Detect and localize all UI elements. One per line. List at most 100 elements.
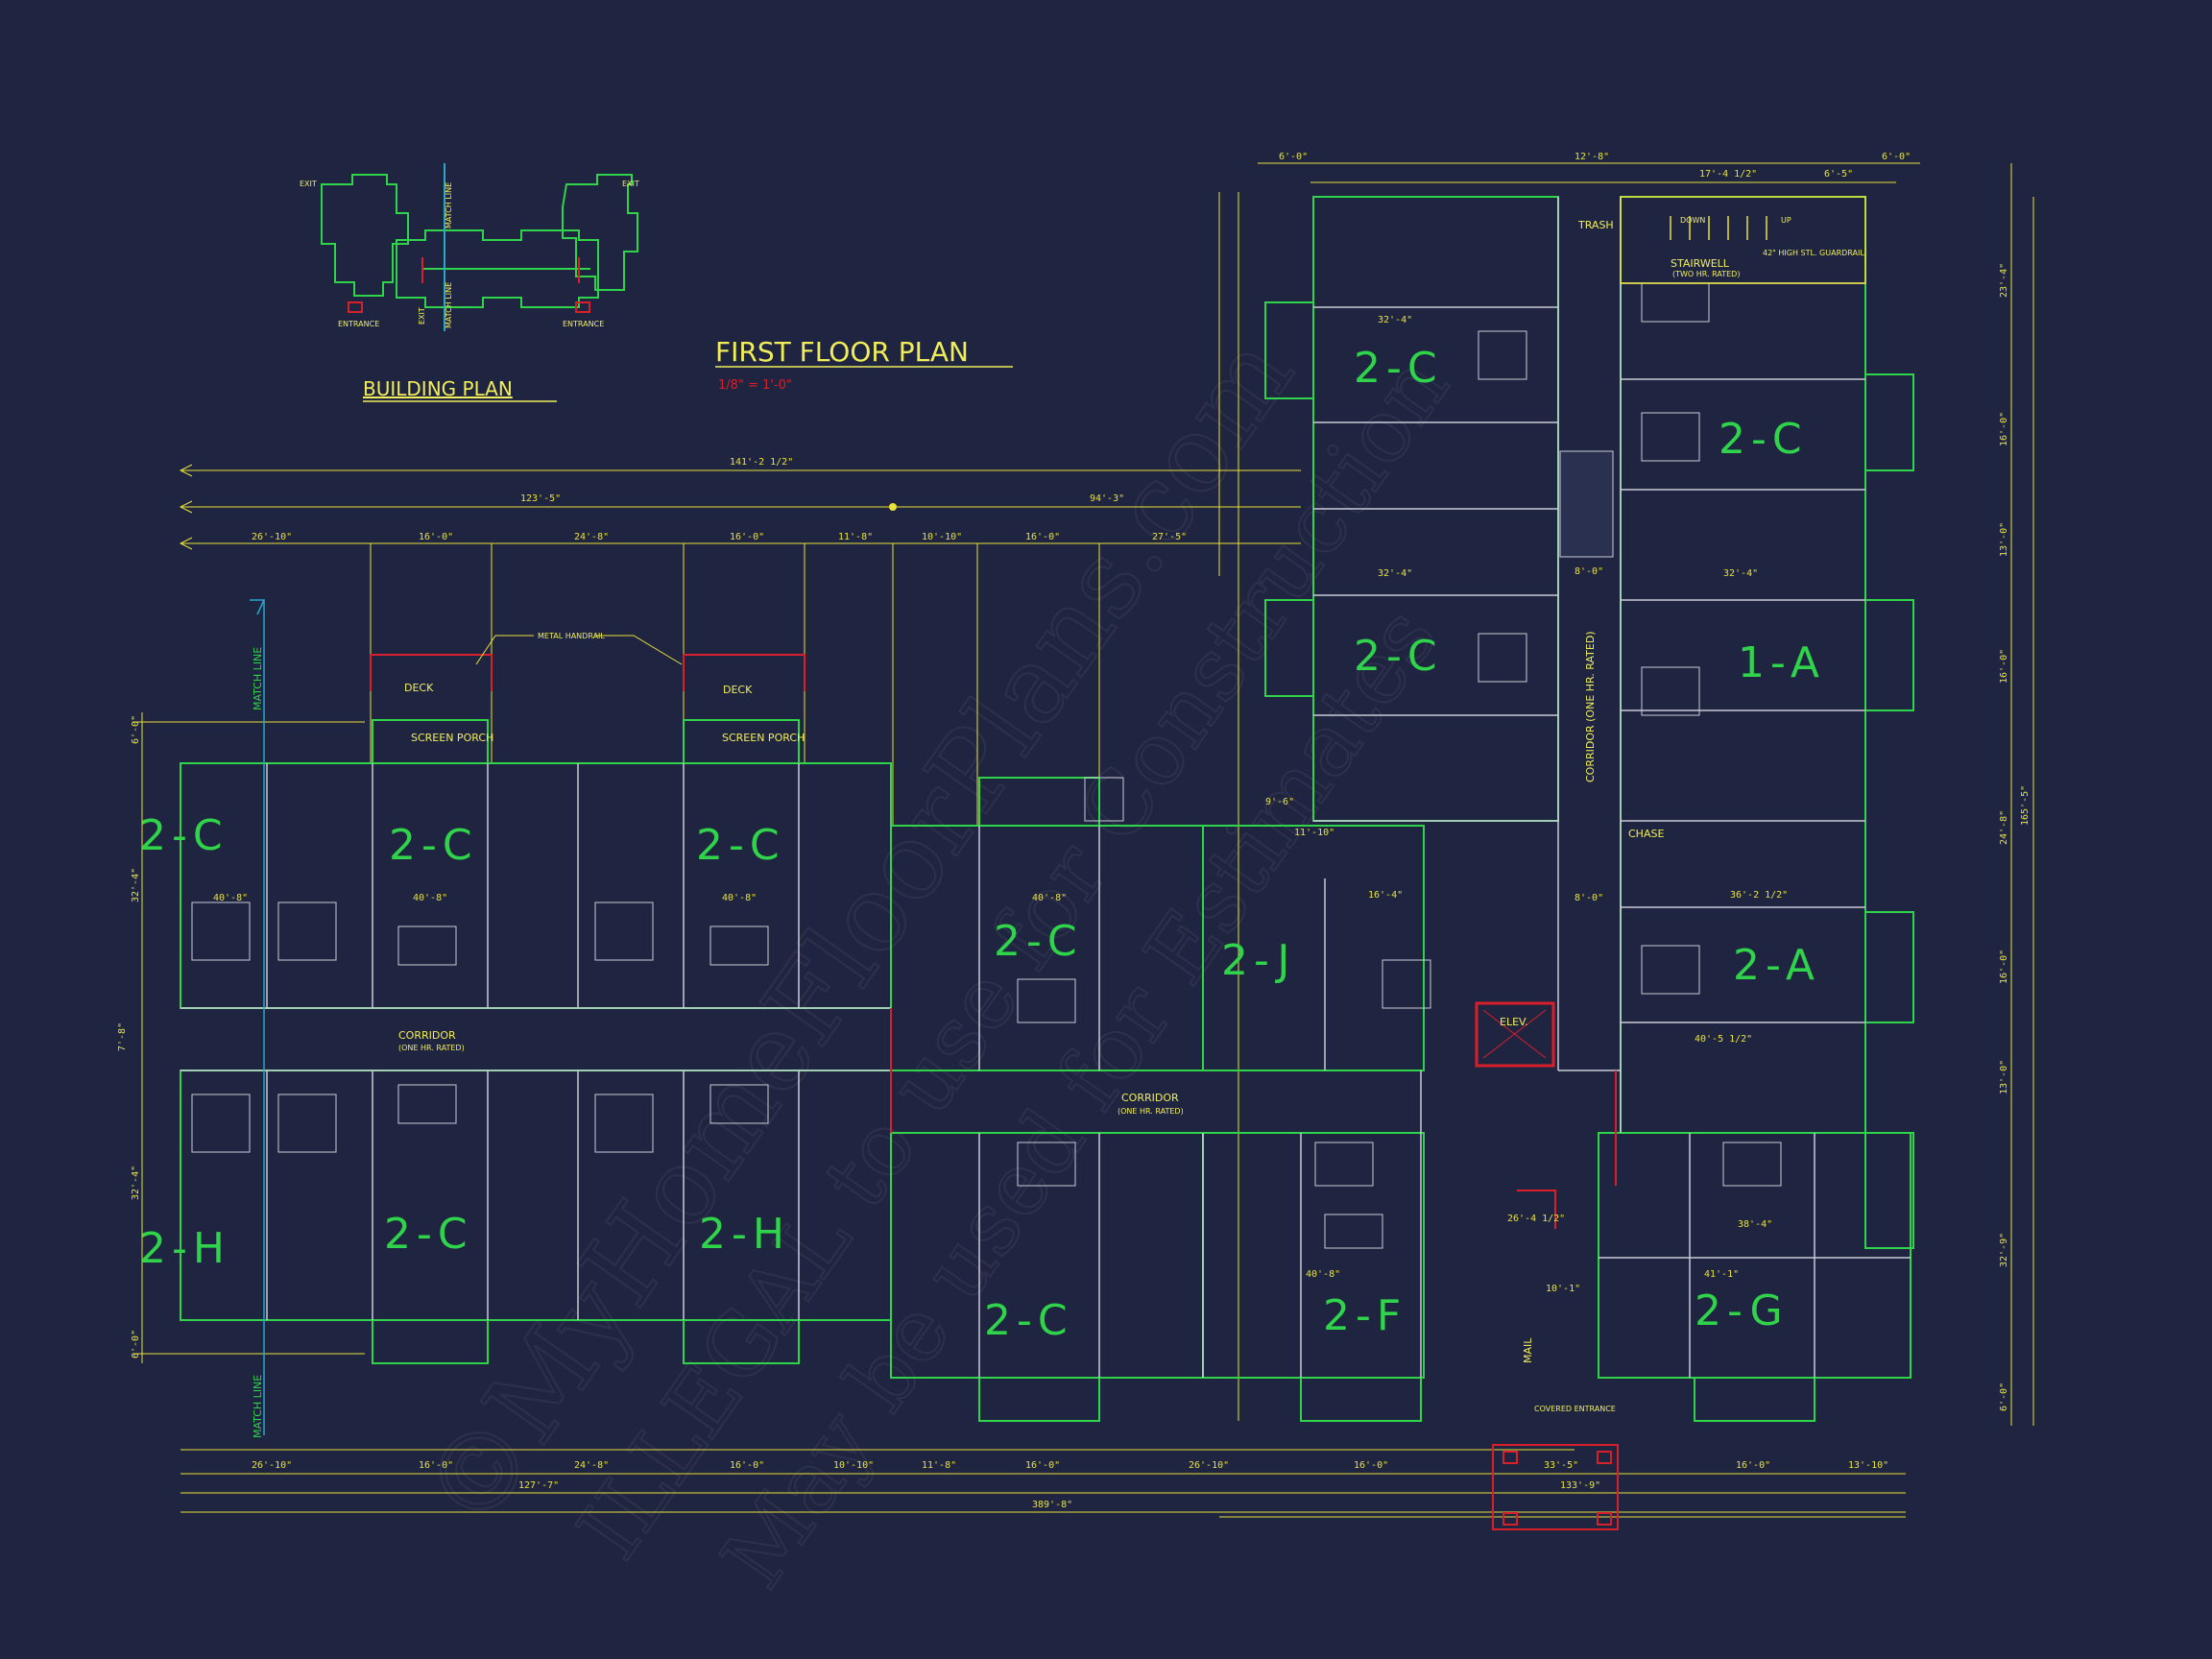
north-top-dim: 12'-8" [1575,152,1609,162]
unit-label: 2-C [1354,344,1443,393]
unit-label: 2-C [1354,632,1443,681]
inner-dim: 32'-4" [1723,568,1758,579]
deck-right-label: DECK [723,684,753,696]
unit-label: 2-H [139,1224,230,1273]
east-dim-labels: 23'-4" 16'-0" 13'-0" 16'-0" 24'-8" 16'-0… [1999,263,2009,1411]
east-dim: 13'-0" [1999,522,2009,557]
inner-dim: 41'-1" [1704,1269,1739,1280]
elevator-label: ELEV. [1500,1016,1528,1028]
red-accents [370,654,1619,1530]
north-top-dim-labels: 6'-0" 12'-8" 17'-4 1/2" 6'-5" 6'-0" [1279,152,1911,180]
corridor-north-label: CORRIDOR (ONE HR. RATED) [1584,631,1597,782]
unit-label: 2-A [1733,941,1820,990]
inner-dim: 8'-0" [1575,566,1603,577]
west-dim: 6'-0" [131,715,141,744]
east-dim: 16'-0" [1999,950,2009,984]
east-dim: 16'-0" [1999,412,2009,446]
dim-bottom-2: 133'-9" [1560,1480,1600,1491]
screen-porch-right-label: SCREEN PORCH [722,732,805,744]
top-dim: 27'-5" [1152,532,1187,542]
west-dim: 7'-8" [117,1022,128,1051]
north-top-dim: 6'-5" [1824,169,1853,180]
guardrail-note: 42" HIGH STL. GUARDRAIL [1763,249,1864,257]
key-match-line-top: MATCH LINE [445,182,453,228]
inner-dim: 40'-8" [722,893,757,903]
corridor-west-rating: (ONE HR. RATED) [398,1044,465,1052]
east-dim: 6'-0" [1999,1382,2009,1411]
corridor-west-label: CORRIDOR [398,1029,456,1042]
inner-dim: 40'-8" [1032,893,1067,903]
screen-porch-left-label: SCREEN PORCH [411,732,493,744]
fixtures [191,282,1782,1249]
top-dim: 10'-10" [922,532,962,542]
unit-label: 2-J [1221,936,1295,985]
scale-label: 1/8" = 1'-0" [718,378,792,393]
corridor-mid-label: CORRIDOR [1121,1092,1179,1104]
west-dim: 32'-4" [131,1166,141,1200]
bottom-dim: 16'-0" [1736,1460,1770,1471]
unit-label: 2-F [1323,1291,1407,1340]
match-line-west-top: MATCH LINE [252,647,264,710]
building-plan-title: BUILDING PLAN [363,377,513,400]
west-dim: 6'-0" [131,1330,141,1358]
inner-dim: 40'-8" [413,893,447,903]
trash-label: TRASH [1577,219,1614,231]
stairwell-label: STAIRWELL [1671,257,1730,270]
corridor-mid-rating: (ONE HR. RATED) [1118,1107,1184,1116]
top-dim: 24'-8" [574,532,609,542]
bottom-dim: 16'-0" [730,1460,764,1471]
stair-down-label: DOWN [1680,216,1705,225]
unit-label: 2-C [389,821,478,870]
mail-label: MAIL [1522,1337,1534,1363]
unit-label: 1-A [1738,638,1825,687]
key-exit-right: EXIT [622,180,639,188]
dim-overall-1: 141'-2 1/2" [730,457,793,468]
bottom-dim: 16'-0" [419,1460,453,1471]
covered-entrance-label: COVERED ENTRANCE [1534,1405,1616,1413]
dim-bottom-1: 127'-7" [518,1480,559,1491]
bottom-dim: 11'-8" [922,1460,956,1471]
bottom-dim: 16'-0" [1354,1460,1388,1471]
inner-dim: 38'-4" [1738,1219,1772,1230]
bottom-dim: 10'-10" [833,1460,874,1471]
west-dim-labels: 6'-0" 32'-4" 7'-8" 32'-4" 6'-0" [117,715,141,1358]
unit-label: 2-C [384,1210,473,1259]
deck-left-label: DECK [404,682,434,694]
bottom-dim-labels: 26'-10" 16'-0" 24'-8" 16'-0" 10'-10" 11'… [252,1460,1888,1471]
inner-dim: 10'-1" [1546,1284,1580,1294]
inner-dim: 9'-6" [1265,797,1294,807]
unit-label: 2-H [699,1210,790,1259]
unit-label: 2-C [696,821,785,870]
key-exit-left: EXIT [300,180,317,188]
north-top-dim: 6'-0" [1882,152,1911,162]
chase-label: CHASE [1628,828,1664,840]
elevator [1475,1001,1555,1068]
top-dim: 16'-0" [730,532,764,542]
stairwell [1620,196,1866,284]
inner-dim-labels: 40'-8" 40'-8" 40'-8" 40'-8" 40'-8" 32'-4… [213,315,1788,1294]
east-dim: 23'-4" [1999,263,2009,298]
unit-labels: 2-C 2-C 2-C 2-C 2-J 2-C 2-C 2-C 1-A 2-A … [139,344,1825,1345]
inner-dim: 32'-4" [1378,315,1412,325]
key-plan: EXIT EXIT MATCH LINE MATCH LINE EXIT ENT… [300,163,639,331]
inner-dim: 32'-4" [1378,568,1412,579]
top-dim-labels: 26'-10" 16'-0" 24'-8" 16'-0" 11'-8" 10'-… [252,532,1187,542]
west-dim: 32'-4" [131,868,141,902]
west-match-line [250,599,266,1435]
bottom-dim: 16'-0" [1025,1460,1060,1471]
inner-dim: 8'-0" [1575,893,1603,903]
inner-dim: 40'-8" [213,893,248,903]
unit-label: 2-C [984,1296,1073,1345]
bottom-dim: 33'-5" [1544,1460,1578,1471]
north-top-dim: 17'-4 1/2" [1699,169,1757,180]
key-entrance-left: ENTRANCE [338,320,379,328]
bottom-dim: 26'-10" [252,1460,292,1471]
dim-overall-3: 94'-3" [1090,493,1124,504]
unit-label: 2-G [1695,1286,1789,1335]
key-entrance-right: ENTRANCE [563,320,604,328]
bottom-dim: 26'-10" [1189,1460,1229,1471]
dim-overall-2: 123'-5" [520,493,561,504]
dim-bottom-3: 389'-8" [1032,1500,1072,1510]
east-dim: 32'-9" [1999,1233,2009,1267]
